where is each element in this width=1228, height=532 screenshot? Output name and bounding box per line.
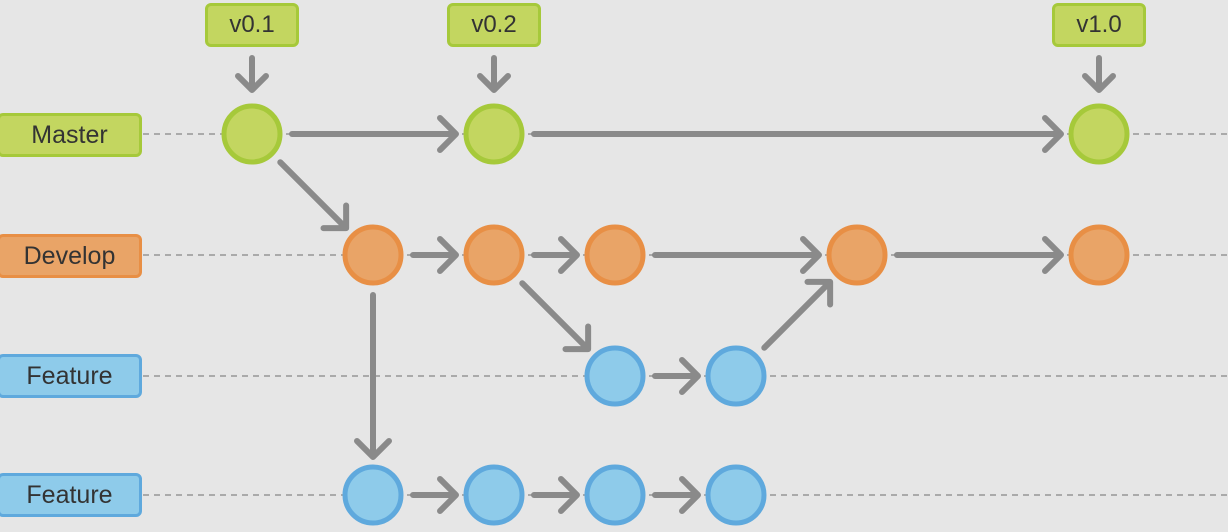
arrow-path — [652, 236, 822, 274]
commit-arrow — [531, 476, 580, 514]
commit-arrow — [894, 236, 1064, 274]
master-commit-node — [463, 103, 525, 165]
master-commit-node — [221, 103, 283, 165]
arrow-path — [531, 236, 580, 274]
branch-label-feature-1: Feature — [0, 354, 142, 398]
commit-arrow — [410, 476, 459, 514]
feature-commit-node — [705, 464, 767, 526]
tag-v0-2: v0.2 — [447, 3, 541, 47]
commit-arrow — [410, 236, 459, 274]
commit-arrow — [277, 159, 350, 232]
develop-commit-node — [342, 224, 404, 286]
arrow-path — [354, 292, 392, 460]
arrow-path — [531, 115, 1064, 153]
commit-arrow — [531, 115, 1064, 153]
feature-commit-node — [584, 345, 646, 407]
arrow-path — [410, 236, 459, 274]
develop-commit-node — [463, 224, 525, 286]
tag-v1-0: v1.0 — [1052, 3, 1146, 47]
branch-label-develop: Develop — [0, 234, 142, 278]
develop-commit-node — [1068, 224, 1130, 286]
commit-arrow — [354, 292, 392, 460]
commit-arrow — [531, 236, 580, 274]
commit-arrow — [652, 236, 822, 274]
arrow-path — [410, 476, 459, 514]
develop-commit-node — [584, 224, 646, 286]
feature-commit-node — [463, 464, 525, 526]
tag-arrow — [1082, 55, 1116, 93]
branch-label-master: Master — [0, 113, 142, 157]
arrow-path — [894, 236, 1064, 274]
develop-commit-node — [826, 224, 888, 286]
arrow-path — [289, 115, 459, 153]
tag-arrow — [235, 55, 269, 93]
master-commit-node — [1068, 103, 1130, 165]
commit-arrow — [652, 476, 701, 514]
branch-label-feature-2: Feature — [0, 473, 142, 517]
commit-arrow — [761, 278, 834, 351]
commit-arrow — [519, 280, 592, 353]
tag-arrow — [477, 55, 511, 93]
arrow-path — [761, 278, 834, 351]
arrow-path — [519, 280, 592, 353]
arrow-path — [277, 159, 350, 232]
arrow-path — [531, 476, 580, 514]
feature-commit-node — [705, 345, 767, 407]
commit-arrow — [289, 115, 459, 153]
arrow-path — [652, 357, 701, 395]
feature-commit-node — [584, 464, 646, 526]
commit-arrow — [652, 357, 701, 395]
tag-v0-1: v0.1 — [205, 3, 299, 47]
feature-commit-node — [342, 464, 404, 526]
arrow-path — [652, 476, 701, 514]
